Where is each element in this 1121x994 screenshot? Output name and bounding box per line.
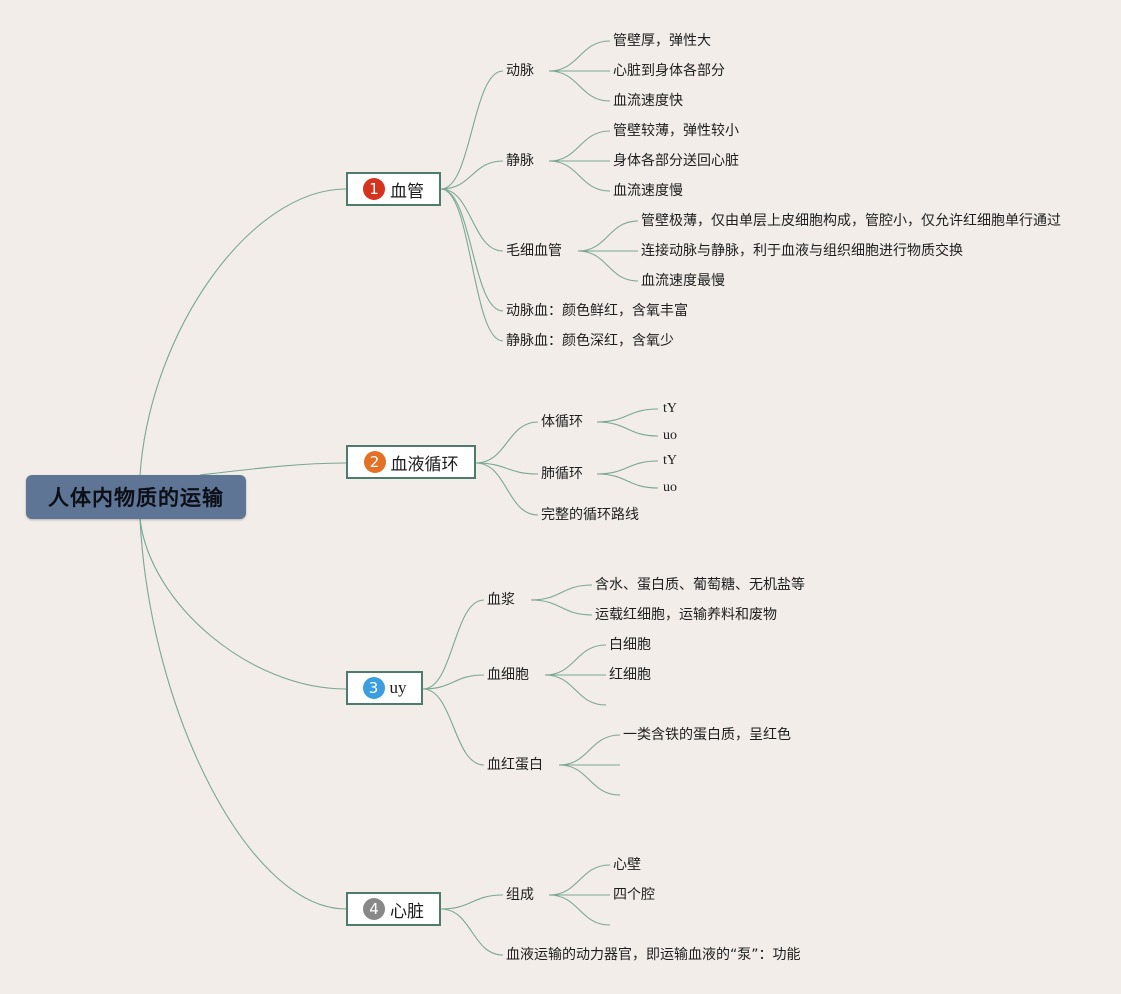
topic-vein[interactable]: 静脉	[506, 153, 534, 169]
connector-line	[440, 188, 504, 252]
connector-line	[422, 599, 485, 690]
leaf-topic[interactable]: 连接动脉与静脉，利于血液与组织细胞进行物质交换	[641, 243, 963, 259]
topic-blood-cells[interactable]: 血细胞	[487, 667, 529, 683]
connector-line	[440, 160, 504, 190]
connector-line	[139, 518, 347, 910]
branch-label: 血液循环	[390, 454, 459, 475]
connector-line	[548, 130, 611, 162]
connector-line	[577, 220, 639, 252]
topic-arterial-blood[interactable]: 动脉血：颜色鲜红，含氧丰富	[506, 303, 688, 319]
connector-line	[548, 70, 611, 102]
connector-line	[475, 462, 539, 475]
topic-hemoglobin[interactable]: 血红蛋白	[487, 757, 543, 773]
leaf-topic[interactable]: 白细胞	[609, 637, 651, 653]
connector-line	[530, 599, 593, 616]
leaf-topic[interactable]: 血流速度慢	[613, 183, 683, 199]
connector-line	[199, 462, 347, 476]
branch-label: uy	[389, 678, 407, 697]
root-topic-label: 人体内物质的运输	[48, 486, 224, 510]
connector-line	[558, 734, 621, 766]
leaf-topic[interactable]: tY	[663, 453, 677, 468]
leaf-topic[interactable]: tY	[663, 401, 677, 416]
topic-pulmonary-circulation[interactable]: 肺循环	[541, 466, 583, 482]
number-badge-1: 1	[363, 178, 385, 200]
leaf-topic[interactable]: uo	[663, 480, 677, 495]
topic-artery[interactable]: 动脉	[506, 63, 534, 79]
connector-line	[440, 188, 504, 312]
connector-line	[422, 688, 485, 766]
connector-line	[440, 188, 504, 342]
connector-line	[577, 250, 639, 282]
connector-line	[558, 764, 621, 796]
topic-full-route[interactable]: 完整的循环路线	[541, 507, 639, 523]
leaf-topic[interactable]: 管壁厚，弹性大	[613, 33, 711, 49]
connector-line	[596, 473, 659, 489]
connector-line	[596, 421, 659, 437]
leaf-topic[interactable]: 管壁极薄，仅由单层上皮细胞构成，管腔小，仅允许红细胞单行通过	[641, 213, 1061, 229]
connector-line	[475, 462, 539, 516]
connector-line	[548, 40, 611, 72]
topic-composition[interactable]: 组成	[506, 887, 534, 903]
leaf-topic[interactable]: 血流速度快	[613, 93, 683, 109]
connector-line	[544, 644, 607, 676]
connector-line	[440, 894, 504, 910]
branch-blood[interactable]: 3 uy	[346, 671, 423, 705]
connector-line	[139, 188, 347, 476]
number-badge-4: 4	[363, 898, 385, 920]
branch-heart[interactable]: 4 心脏	[346, 892, 441, 926]
connector-line	[422, 674, 485, 690]
branch-label: 心脏	[390, 901, 424, 922]
topic-venous-blood[interactable]: 静脉血：颜色深红，含氧少	[506, 333, 674, 349]
connector-line	[548, 864, 611, 896]
leaf-topic[interactable]: 心脏到身体各部分	[613, 63, 725, 79]
connector-line	[475, 421, 539, 464]
branch-circulation[interactable]: 2 血液循环	[346, 445, 476, 479]
leaf-topic[interactable]: 运载红细胞，运输养料和废物	[595, 607, 777, 623]
connector-line	[548, 894, 611, 926]
leaf-topic[interactable]: 管壁较薄，弹性较小	[613, 123, 739, 139]
leaf-topic[interactable]: 红细胞	[609, 667, 651, 683]
topic-systemic-circulation[interactable]: 体循环	[541, 414, 583, 430]
branch-label: 血管	[390, 181, 424, 202]
branch-vessels[interactable]: 1 血管	[346, 172, 441, 206]
connector-line	[544, 674, 607, 706]
topic-plasma[interactable]: 血浆	[487, 592, 515, 608]
leaf-topic[interactable]: 身体各部分送回心脏	[613, 153, 739, 169]
connector-line	[596, 408, 659, 423]
connector-line	[530, 584, 593, 601]
leaf-topic[interactable]: 含水、蛋白质、葡萄糖、无机盐等	[595, 577, 805, 593]
connector-line	[440, 908, 504, 956]
leaf-topic[interactable]: 一类含铁的蛋白质，呈红色	[623, 727, 791, 743]
leaf-topic[interactable]: uo	[663, 428, 677, 443]
connector-line	[548, 160, 611, 192]
topic-capillary[interactable]: 毛细血管	[506, 243, 562, 259]
root-topic[interactable]: 人体内物质的运输	[26, 475, 246, 519]
connector-line	[440, 70, 504, 190]
number-badge-2: 2	[363, 451, 386, 473]
connector-line	[139, 518, 347, 690]
leaf-topic[interactable]: 血流速度最慢	[641, 273, 725, 289]
leaf-topic[interactable]: 四个腔	[613, 887, 655, 903]
number-badge-3: 3	[362, 677, 385, 699]
connector-line	[596, 460, 659, 475]
topic-function[interactable]: 血液运输的动力器官，即运输血液的“泵”：功能	[506, 947, 801, 963]
leaf-topic[interactable]: 心壁	[613, 857, 641, 873]
